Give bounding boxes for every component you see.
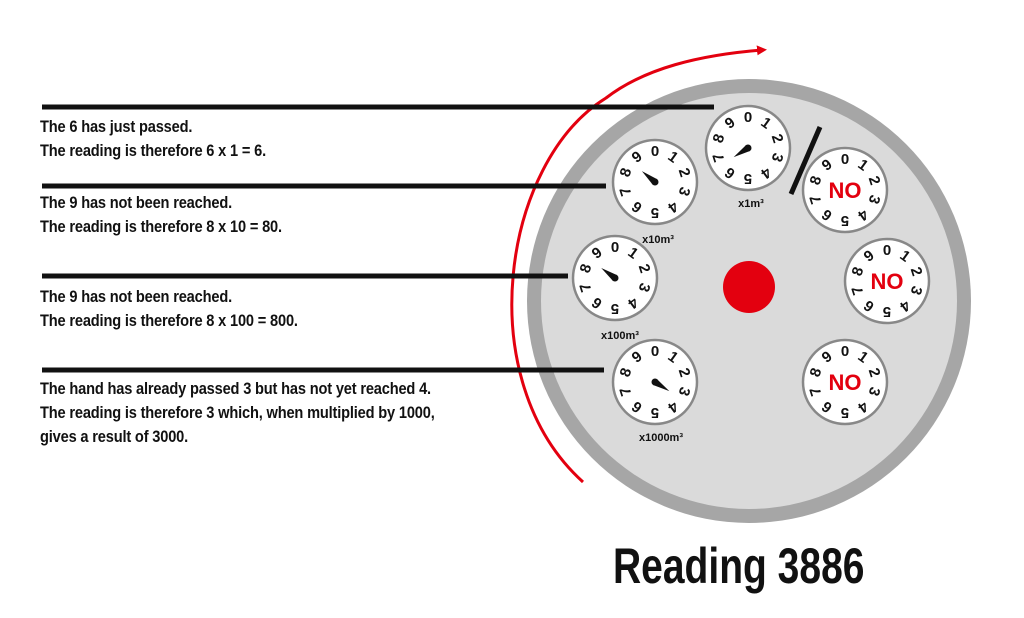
dial-digit: 0 xyxy=(651,343,659,360)
dial-face xyxy=(843,237,931,325)
dial-digit: 5 xyxy=(841,404,849,421)
dial-multiplier-label: x10m³ xyxy=(642,234,674,246)
unused-dial-label: NO xyxy=(871,269,904,294)
explanation-x100: The 9 has not been reached. The reading … xyxy=(40,285,298,333)
dial-digit: 5 xyxy=(611,300,619,317)
explanation-x1: The 6 has just passed. The reading is th… xyxy=(40,115,266,163)
dial-digit: 0 xyxy=(841,343,849,360)
explanation-line: The reading is therefore 6 x 1 = 6. xyxy=(40,141,266,160)
dial-multiplier-label: x1m³ xyxy=(738,198,764,210)
dial-needle-hub xyxy=(744,144,752,152)
reading-result: Reading 3886 xyxy=(613,538,865,594)
dial-multiplier-label: x1000m³ xyxy=(639,432,683,444)
unused-dial-label: NO xyxy=(829,370,862,395)
dial-digit: 0 xyxy=(611,239,619,256)
rotation-direction-arrow xyxy=(510,45,767,484)
explanation-line: The reading is therefore 8 x 100 = 800. xyxy=(40,311,298,330)
meter-center-dot xyxy=(723,261,775,313)
explanation-line: The reading is therefore 3 which, when m… xyxy=(40,403,435,422)
explanation-line: gives a result of 3000. xyxy=(40,427,189,446)
dial-digit: 5 xyxy=(744,170,752,187)
dial-digit: 0 xyxy=(651,143,659,160)
dial-digit: 5 xyxy=(651,404,659,421)
dial-multiplier-label: x100m³ xyxy=(601,330,639,342)
explanation-line: The 9 has not been reached. xyxy=(40,287,232,306)
explanation-line: The 6 has just passed. xyxy=(40,117,193,136)
dial-needle-hub xyxy=(651,178,659,186)
explanation-line: The hand has already passed 3 but has no… xyxy=(40,379,431,398)
explanation-x10: The 9 has not been reached. The reading … xyxy=(40,191,282,239)
dial-divider-line xyxy=(788,126,823,195)
explanation-line: The reading is therefore 8 x 10 = 80. xyxy=(40,217,282,236)
explanation-x1000: The hand has already passed 3 but has no… xyxy=(40,377,435,449)
unused-dial-label: NO xyxy=(829,178,862,203)
dial-digit: 5 xyxy=(841,212,849,229)
dial-needle-hub xyxy=(651,378,659,386)
dial-digit: 5 xyxy=(883,303,891,320)
explanation-line: The 9 has not been reached. xyxy=(40,193,232,212)
dial-digit: 0 xyxy=(841,151,849,168)
dial-face xyxy=(801,338,889,426)
dial-needle-hub xyxy=(611,274,619,282)
dial-digit: 5 xyxy=(651,204,659,221)
dial-face xyxy=(801,146,889,234)
dial-digit: 0 xyxy=(883,242,891,259)
dial-digit: 0 xyxy=(744,109,752,126)
